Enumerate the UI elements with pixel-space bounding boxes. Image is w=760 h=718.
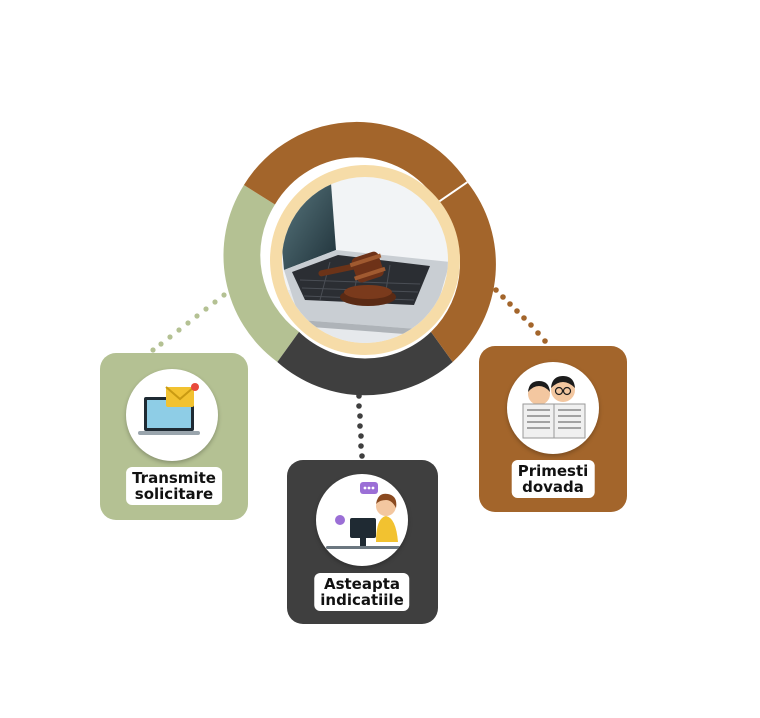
support-agent-icon [316,474,408,566]
step-label-line1: Asteapta [323,575,401,593]
step-card-transmite: Transmite solicitare [100,353,248,520]
ring-segment-dark [277,331,453,396]
ring-segment-green [223,185,300,362]
connector-green [150,292,227,353]
step-label-line2: indicatiile [320,591,404,609]
step-label-line2: solicitare [134,485,214,503]
step-label-line1: Transmite [132,469,216,487]
reading-newspaper-icon [507,362,599,454]
connector-dark [356,393,365,459]
ring-divider [437,181,468,204]
connector-brown [493,287,548,344]
step-label-asteapta: Asteapta indicatiile [314,573,410,611]
step-label-line1: Primesti [517,462,589,480]
step-label-line2: dovada [522,478,584,496]
step-card-primesti: Primesti dovada [479,346,627,512]
ring-segment-brown-right [430,182,496,362]
ring-segment-brown-top [243,121,468,205]
laptop-mail-icon [126,369,218,461]
donut-ring [223,121,496,396]
step-label-transmite: Transmite solicitare [126,467,222,505]
step-card-asteapta: Asteapta indicatiile [287,460,438,624]
step-label-primesti: Primesti dovada [511,460,595,498]
